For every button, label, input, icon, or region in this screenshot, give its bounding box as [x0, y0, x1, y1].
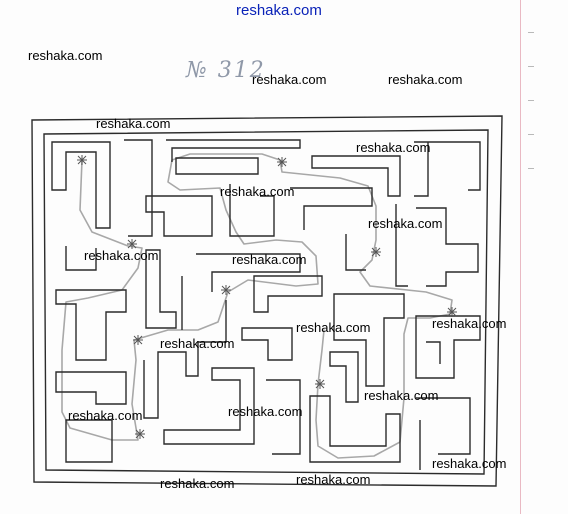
margin-dash	[528, 134, 534, 135]
margin-dash	[528, 100, 534, 101]
star-mark-icon	[371, 247, 381, 257]
watermark: reshaka.com	[220, 184, 295, 199]
watermark: reshaka.com	[388, 72, 463, 87]
watermark: reshaka.com	[296, 472, 371, 487]
watermark: reshaka.com	[68, 408, 143, 423]
star-mark-icon	[133, 335, 143, 345]
watermark: reshaka.com	[28, 48, 103, 63]
watermark: reshaka.com	[160, 476, 235, 491]
watermark-top: reshaka.com	[236, 2, 322, 19]
watermark: reshaka.com	[84, 248, 159, 263]
solution-path	[61, 153, 453, 459]
star-mark-icon	[221, 285, 231, 295]
watermark: reshaka.com	[364, 388, 439, 403]
star-mark-icon	[77, 155, 87, 165]
maze-walls	[31, 115, 503, 487]
watermark: reshaka.com	[432, 456, 507, 471]
star-mark-icon	[277, 157, 287, 167]
watermark: reshaka.com	[160, 336, 235, 351]
watermark: reshaka.com	[368, 216, 443, 231]
watermark: reshaka.com	[356, 140, 431, 155]
watermark: reshaka.com	[228, 404, 303, 419]
star-mark-icon	[135, 429, 145, 439]
watermark: reshaka.com	[432, 316, 507, 331]
margin-dash	[528, 32, 534, 33]
star-mark-icon	[447, 307, 457, 317]
star-mark-icon	[315, 379, 325, 389]
margin-dash	[528, 168, 534, 169]
star-marks	[77, 155, 457, 439]
watermark: reshaka.com	[252, 72, 327, 87]
task-number: № 312	[186, 58, 266, 83]
margin-dash	[528, 66, 534, 67]
watermark: reshaka.com	[232, 252, 307, 267]
watermark: reshaka.com	[96, 116, 171, 131]
watermark: reshaka.com	[296, 320, 371, 335]
margin-line	[520, 0, 521, 514]
star-mark-icon	[127, 239, 137, 249]
